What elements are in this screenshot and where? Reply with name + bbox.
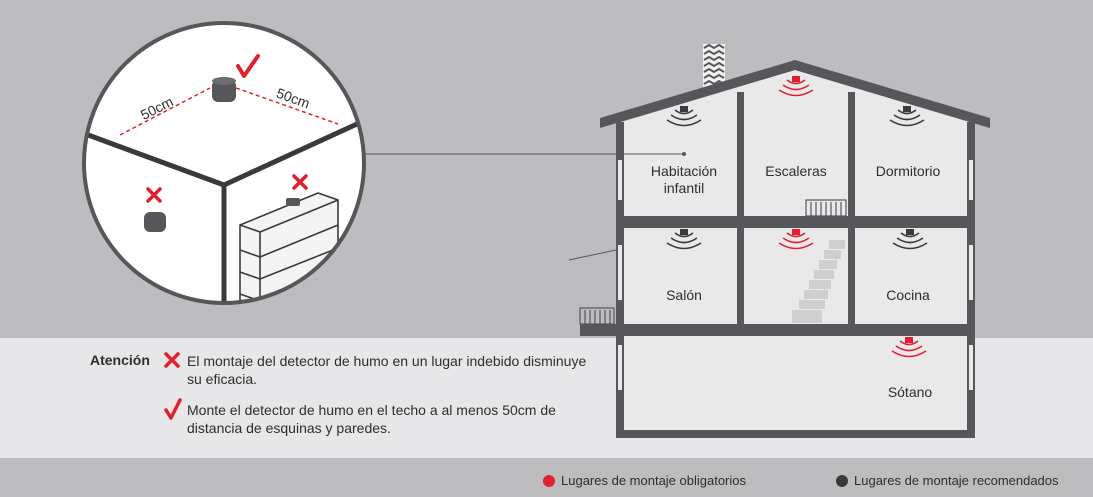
notice-heading: Atención xyxy=(90,352,150,368)
legend-mandatory-label: Lugares de montaje obligatorios xyxy=(561,473,747,488)
notice-bad-text: El montaje del detector de humo en un lu… xyxy=(187,353,587,387)
check-icon xyxy=(236,54,260,78)
room-label-sotano: Sótano xyxy=(887,384,933,400)
wrong-wall-detector xyxy=(144,212,166,232)
room-label-escaleras: Escaleras xyxy=(765,163,827,179)
legend-mandatory: Lugares de montaje obligatorios xyxy=(543,473,746,488)
callout-line-lower xyxy=(568,249,617,261)
detector-sotano xyxy=(891,337,927,358)
detector-salon xyxy=(666,229,702,250)
detector-dormitorio xyxy=(889,106,925,127)
cross-icon xyxy=(292,174,308,190)
dark-dot-icon xyxy=(836,474,848,487)
notice-good-text: Monte el detector de humo en el techo a … xyxy=(187,402,556,436)
wrong-shelf-detector xyxy=(286,198,300,206)
chimney-icon xyxy=(703,43,725,89)
detector-habitacion xyxy=(666,106,702,127)
room-label-dormitorio: Dormitorio xyxy=(875,163,941,179)
staircase xyxy=(792,240,845,323)
room-label-cocina: Cocina xyxy=(886,287,930,303)
detector-escaleras-planta-baja xyxy=(778,229,814,250)
cross-icon xyxy=(164,352,180,368)
detector-cocina xyxy=(892,229,928,250)
red-dot-icon xyxy=(543,474,555,487)
stair-railing xyxy=(805,199,847,217)
legend-recommended: Lugares de montaje recomendados xyxy=(836,473,1059,488)
cross-icon xyxy=(146,187,162,203)
correct-detector xyxy=(212,80,236,102)
room-label-habitacion: Habitación infantil xyxy=(650,163,718,196)
legend-recommended-label: Lugares de montaje recomendados xyxy=(854,473,1059,488)
room-label-salon: Salón xyxy=(666,287,702,303)
house xyxy=(579,43,990,438)
detector-escaleras xyxy=(778,76,814,97)
check-icon xyxy=(164,398,182,420)
detail-circle xyxy=(84,23,364,303)
balcony-railing xyxy=(579,307,615,325)
